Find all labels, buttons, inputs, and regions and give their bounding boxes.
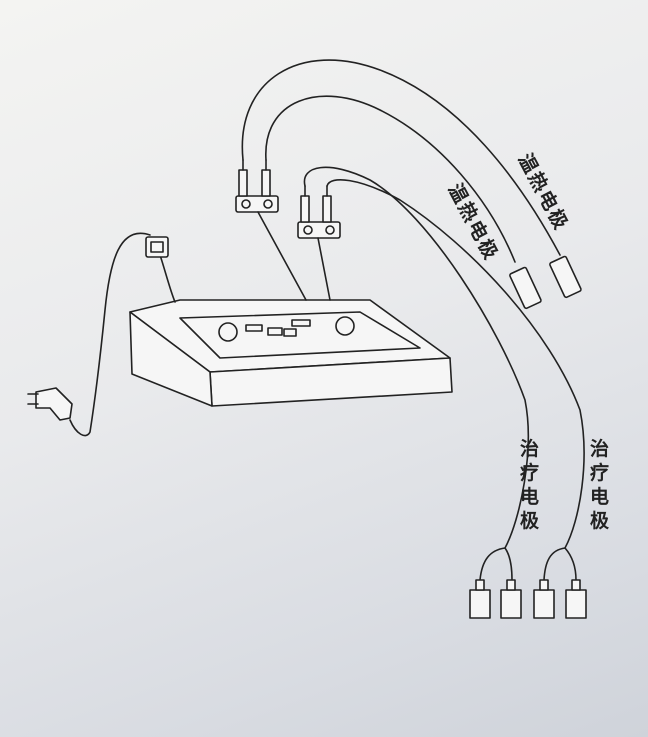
- power-cord: [27, 232, 176, 437]
- right-knob: [335, 316, 355, 336]
- warm-electrode-probe-right: [549, 255, 582, 299]
- plug-icon: [35, 387, 73, 421]
- therapy-electrode-cables: [303, 166, 587, 619]
- left-knob: [218, 322, 238, 342]
- therapy-pad-3: [533, 589, 555, 619]
- warm-electrode-cables: [241, 59, 582, 310]
- control-panel: [179, 311, 421, 359]
- main-device: [129, 299, 453, 407]
- therapy-pad-4: [565, 589, 587, 619]
- connector-block-therapy: [297, 185, 341, 301]
- display-window-1: [245, 324, 263, 332]
- warm-electrode-probe-left: [509, 266, 542, 310]
- display-window-2: [267, 327, 283, 336]
- therapy-pad-2: [500, 589, 522, 619]
- label-therapy-electrode-2: 治疗电极: [590, 437, 610, 532]
- label-warm-electrode-2: 温热电极: [444, 180, 504, 265]
- display-window-3: [283, 328, 297, 337]
- therapy-pad-1: [469, 589, 491, 619]
- display-window-4: [291, 319, 311, 327]
- label-therapy-electrode-1: 治疗电极: [520, 437, 540, 532]
- connector-block-warm: [235, 159, 307, 301]
